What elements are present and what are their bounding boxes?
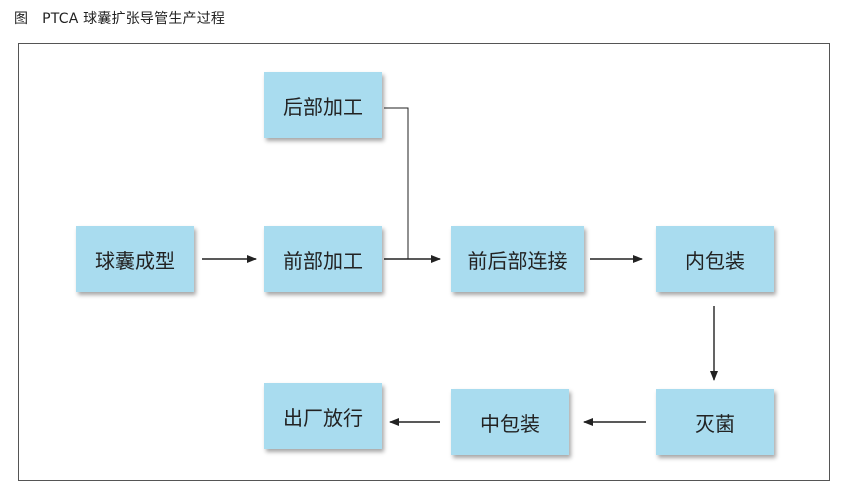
figure-label: 图	[14, 11, 29, 27]
diagram-frame	[18, 43, 830, 481]
node-front-processing: 前部加工	[264, 226, 382, 292]
node-sterilization: 灭菌	[656, 389, 774, 455]
node-release: 出厂放行	[264, 383, 382, 449]
node-middle-packaging: 中包装	[451, 389, 569, 455]
node-balloon-forming: 球囊成型	[76, 226, 194, 292]
node-front-back-connection: 前后部连接	[451, 226, 584, 292]
line-back-to-connection	[384, 107, 409, 259]
figure-caption: 图 PTCA 球囊扩张导管生产过程	[14, 8, 225, 28]
figure-title: PTCA 球囊扩张导管生产过程	[42, 11, 226, 27]
node-back-processing: 后部加工	[264, 72, 382, 138]
node-inner-packaging: 内包装	[656, 226, 774, 292]
